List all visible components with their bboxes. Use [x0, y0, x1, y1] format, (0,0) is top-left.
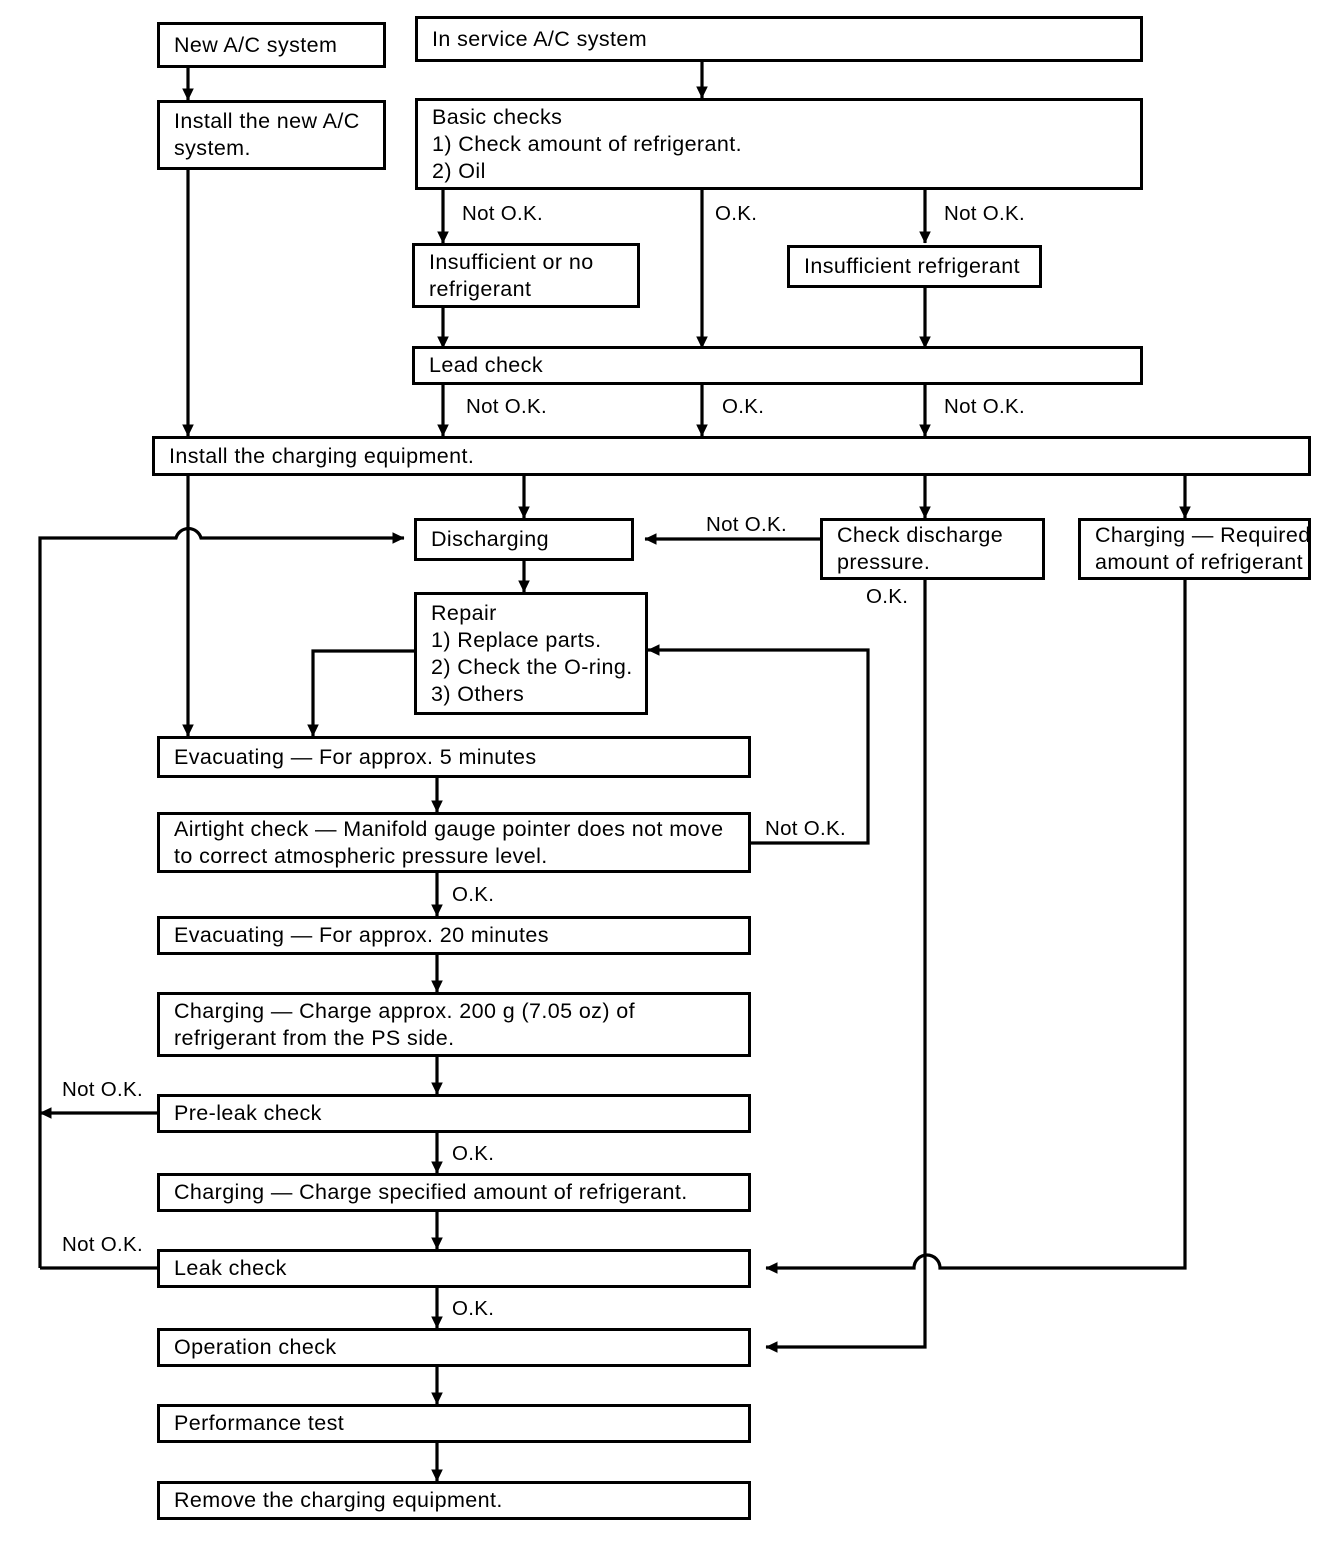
edge-label-basic-not-ok-left: Not O.K. — [462, 202, 544, 225]
edge-label-airtight-not-ok: Not O.K. — [765, 817, 847, 840]
node-performance-test[interactable]: Performance test — [157, 1404, 751, 1443]
edge-label-lead-not-ok-right: Not O.K. — [944, 395, 1026, 418]
node-basic-checks[interactable]: Basic checks 1) Check amount of refriger… — [415, 98, 1143, 190]
node-leak-check[interactable]: Leak check — [157, 1249, 751, 1288]
edge-label-basic-not-ok-right: Not O.K. — [944, 202, 1026, 225]
edge-label-lead-ok-mid: O.K. — [722, 395, 765, 418]
node-install-charging-equipment[interactable]: Install the charging equipment. — [152, 436, 1311, 476]
node-line: Discharging — [431, 527, 549, 551]
node-line: In service A/C system — [432, 26, 648, 51]
node-line: Install the charging equipment. — [169, 443, 475, 468]
node-insufficient-or-no-refrigerant[interactable]: Insufficient or no refrigerant — [412, 243, 640, 308]
node-line: refrigerant — [429, 276, 532, 301]
node-line: Charging — Required — [1095, 523, 1311, 547]
node-line: Check discharge — [837, 523, 1004, 547]
node-discharging[interactable]: Discharging — [414, 518, 634, 561]
node-line: Operation check — [174, 1335, 337, 1359]
node-line: Airtight check — Manifold gauge pointer … — [174, 816, 724, 841]
node-line: Basic checks — [432, 104, 563, 129]
node-line: 1) Check amount of refrigerant. — [432, 131, 742, 156]
node-line: amount of refrigerant — [1095, 550, 1303, 574]
node-insufficient-refrigerant[interactable]: Insufficient refrigerant — [787, 245, 1042, 288]
node-install-new-ac[interactable]: Install the new A/C system. — [157, 100, 386, 170]
edge-label-discharge-not-ok: Not O.K. — [706, 513, 788, 536]
edge-label-airtight-ok: O.K. — [452, 883, 495, 906]
node-new-ac-system[interactable]: New A/C system — [157, 22, 386, 68]
node-evacuating-5-minutes[interactable]: Evacuating — For approx. 5 minutes — [157, 736, 751, 778]
node-line: Lead check — [429, 353, 543, 377]
edge-label-preleak-ok: O.K. — [452, 1142, 495, 1165]
node-line: Insufficient or no — [429, 249, 594, 274]
node-charging-200g[interactable]: Charging — Charge approx. 200 g (7.05 oz… — [157, 992, 751, 1057]
edge-label-basic-ok-mid: O.K. — [715, 202, 758, 225]
node-line: Install the new A/C — [174, 109, 360, 133]
node-line: system. — [174, 136, 251, 160]
node-evacuating-20-minutes[interactable]: Evacuating — For approx. 20 minutes — [157, 916, 751, 955]
node-airtight-check[interactable]: Airtight check — Manifold gauge pointer … — [157, 812, 751, 873]
node-line: Performance test — [174, 1411, 345, 1435]
node-line: Pre-leak check — [174, 1101, 322, 1125]
node-line: Charging — Charge specified amount of re… — [174, 1180, 688, 1204]
node-line: Charging — Charge approx. 200 g (7.05 oz… — [174, 998, 635, 1023]
node-operation-check[interactable]: Operation check — [157, 1328, 751, 1367]
node-check-discharge-pressure[interactable]: Check discharge pressure. — [820, 518, 1045, 580]
edge-label-lead-not-ok-left: Not O.K. — [466, 395, 548, 418]
edge-label-preleak-not-ok: Not O.K. — [62, 1078, 144, 1101]
node-line: Leak check — [174, 1256, 287, 1280]
node-line: 1) Replace parts. — [431, 627, 602, 652]
node-charging-specified-amount[interactable]: Charging — Charge specified amount of re… — [157, 1173, 751, 1212]
node-charging-required-amount[interactable]: Charging — Required amount of refrigeran… — [1078, 518, 1311, 580]
node-line: Evacuating — For approx. 5 minutes — [174, 744, 537, 769]
node-line: Remove the charging equipment. — [174, 1488, 503, 1512]
edge-label-leak-ok: O.K. — [452, 1297, 495, 1320]
node-lead-check[interactable]: Lead check — [412, 346, 1143, 385]
node-line: Evacuating — For approx. 20 minutes — [174, 923, 549, 947]
node-line: 2) Check the O-ring. — [431, 654, 633, 679]
node-remove-charging-equipment[interactable]: Remove the charging equipment. — [157, 1481, 751, 1520]
edge-label-discharge-ok: O.K. — [866, 585, 909, 608]
node-line: Repair — [431, 600, 497, 625]
node-pre-leak-check[interactable]: Pre-leak check — [157, 1094, 751, 1133]
node-line: to correct atmospheric pressure level. — [174, 843, 548, 868]
node-line: New A/C system — [174, 32, 338, 57]
node-line: pressure. — [837, 550, 931, 574]
node-line: 2) Oil — [432, 158, 486, 183]
edge-label-leak-not-ok: Not O.K. — [62, 1233, 144, 1256]
node-in-service-ac-system[interactable]: In service A/C system — [415, 16, 1143, 62]
node-line: 3) Others — [431, 681, 525, 706]
node-repair[interactable]: Repair 1) Replace parts. 2) Check the O-… — [414, 592, 648, 715]
node-line: Insufficient refrigerant — [804, 254, 1020, 278]
node-line: refrigerant from the PS side. — [174, 1025, 455, 1050]
